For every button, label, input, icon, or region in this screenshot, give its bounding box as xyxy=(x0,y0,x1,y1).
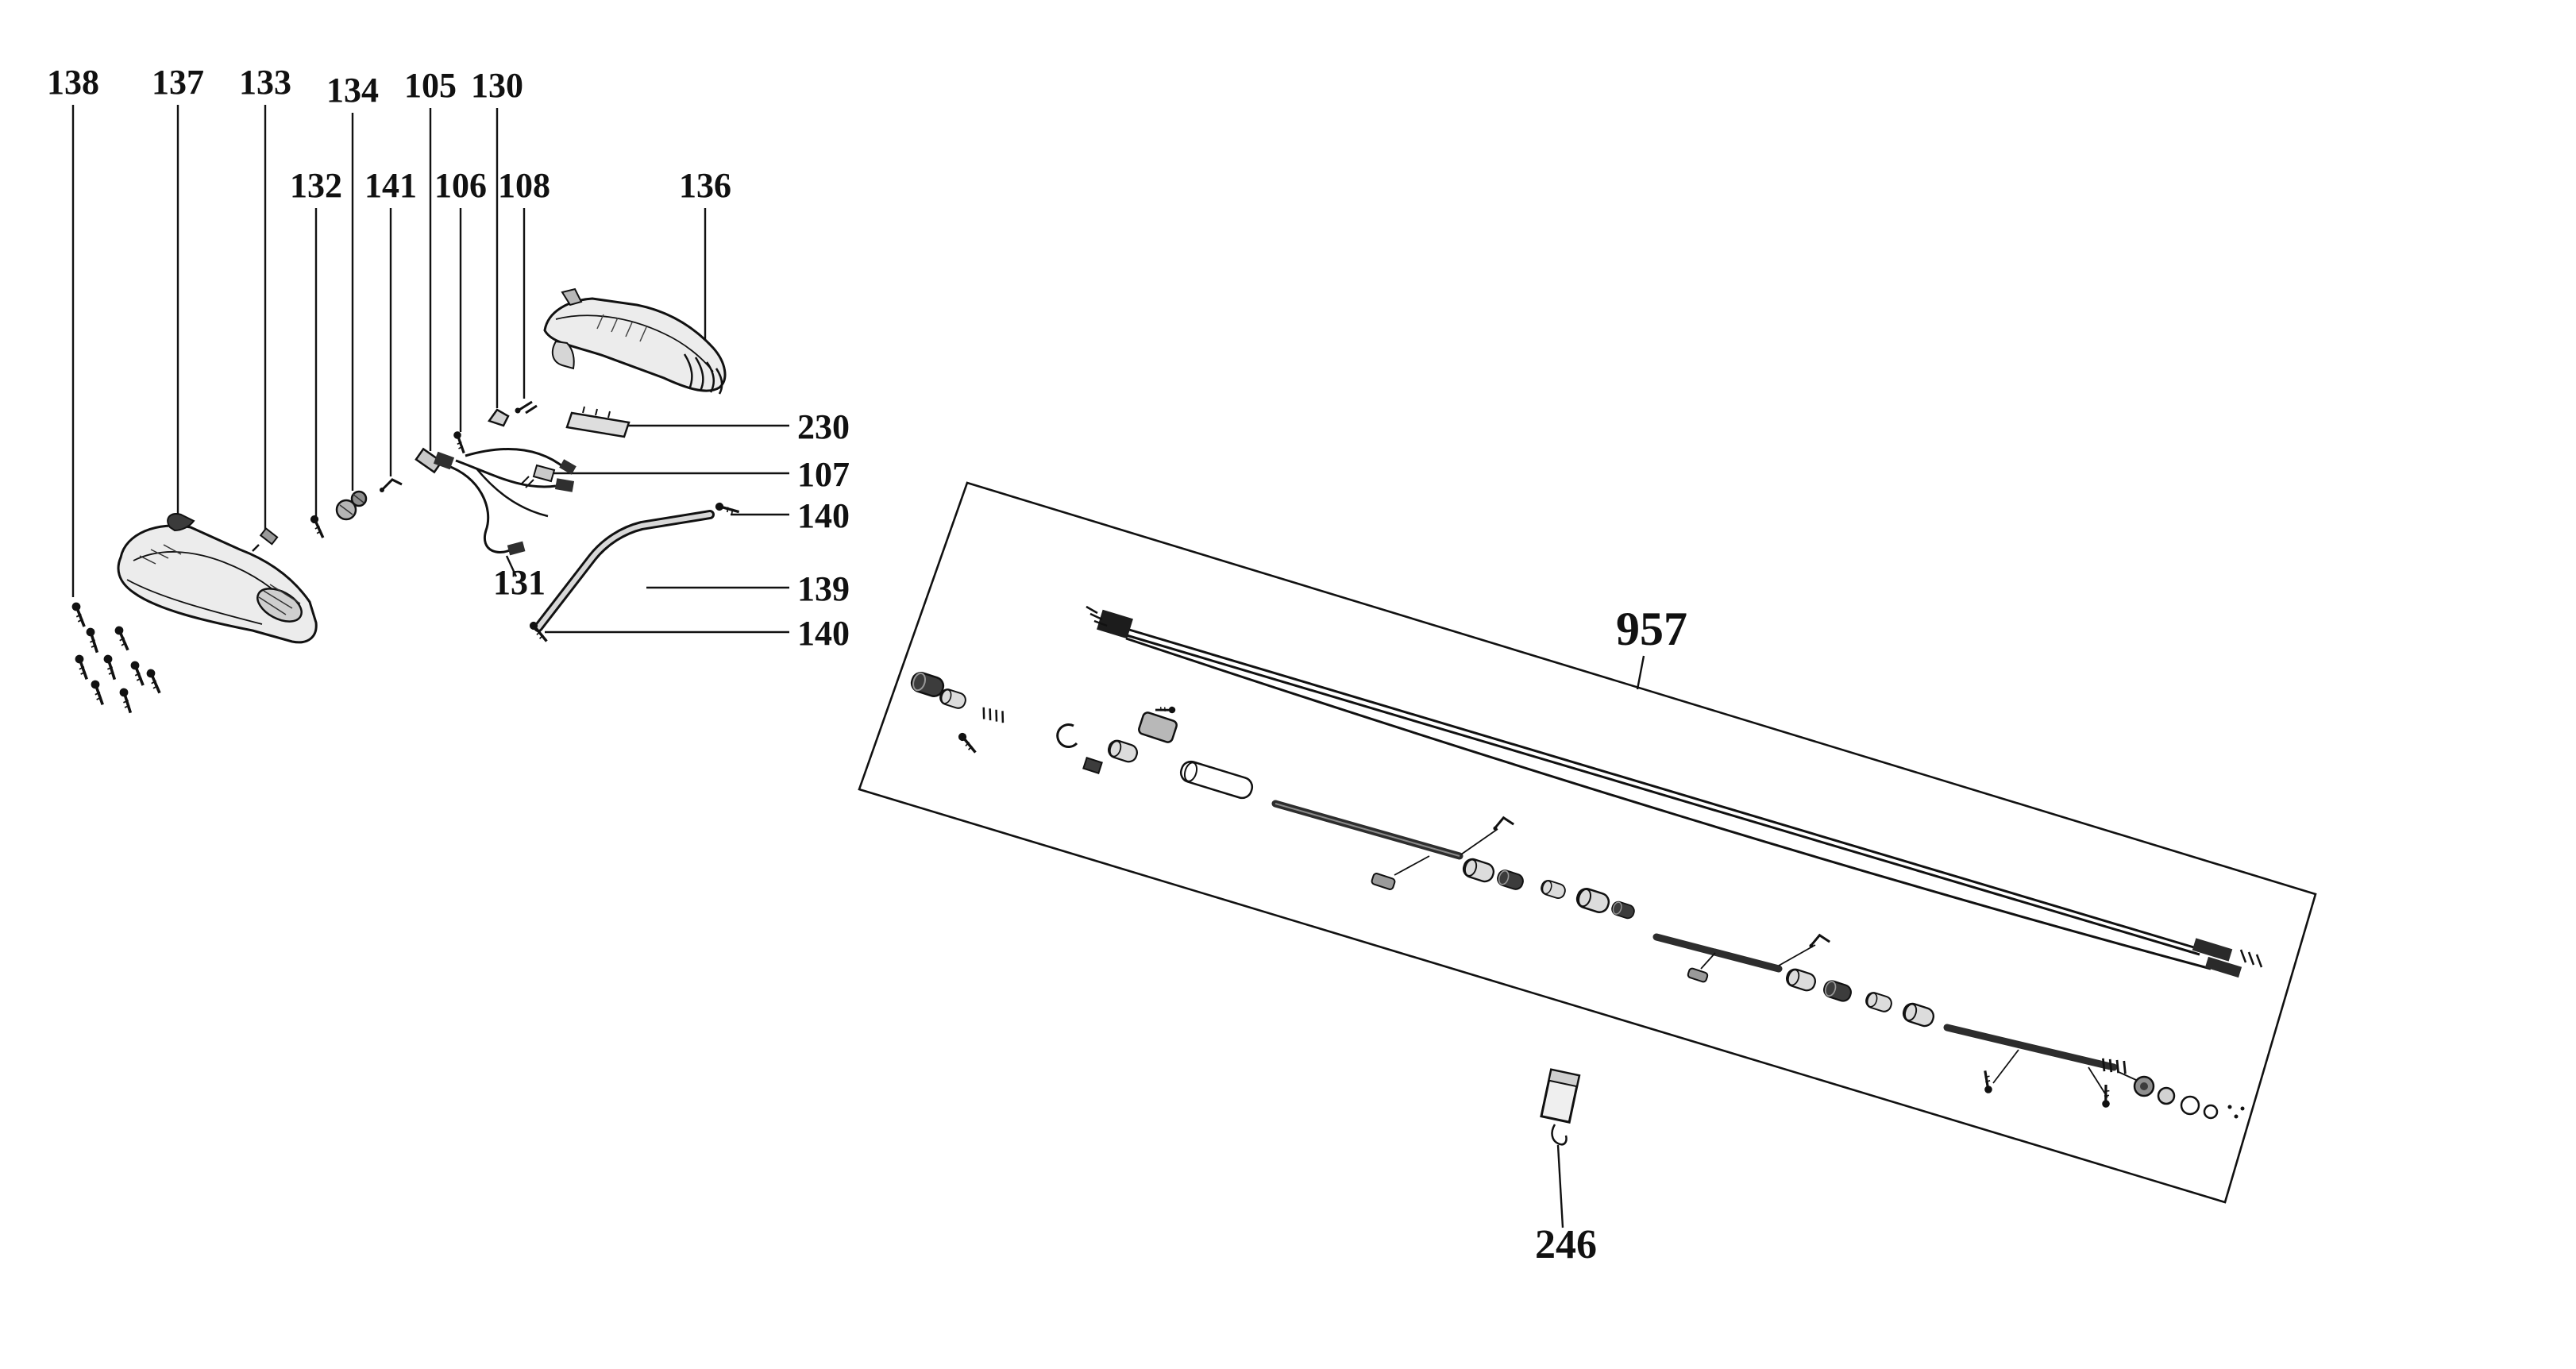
callout-141: 141 xyxy=(364,166,417,205)
callout-133: 133 xyxy=(239,63,291,102)
part-108-lever xyxy=(515,400,538,415)
shaft-rod-segment-c xyxy=(1943,1024,2130,1111)
leader-246 xyxy=(1556,1144,1564,1228)
part-133-clip xyxy=(252,527,279,552)
callout-140a: 140 xyxy=(797,496,850,535)
callout-138: 138 xyxy=(47,63,99,102)
part-130-bracket xyxy=(487,408,510,427)
callout-136: 136 xyxy=(679,166,731,205)
callout-131: 131 xyxy=(493,563,546,602)
shaft-rod-segment-b xyxy=(1652,932,1937,1029)
part-107-latch xyxy=(520,464,556,488)
assembly-boundary-957 xyxy=(858,481,2317,1204)
shaft-left-couplers xyxy=(908,669,1254,800)
callout-108: 108 xyxy=(498,166,550,205)
callout-134: 134 xyxy=(326,71,379,110)
callout-137: 137 xyxy=(152,63,204,102)
callout-105: 105 xyxy=(404,66,457,105)
part-131-wire-harness xyxy=(433,448,577,556)
screw-cluster-138 xyxy=(64,599,170,715)
part-105-bracket xyxy=(415,447,443,474)
callout-140b: 140 xyxy=(797,614,850,653)
callout-132: 132 xyxy=(290,166,342,205)
callout-230: 230 xyxy=(797,407,850,446)
part-106-screw xyxy=(447,428,474,455)
callout-106: 106 xyxy=(434,166,487,205)
callout-246: 246 xyxy=(1535,1222,1597,1267)
part-lower-housing xyxy=(117,513,318,644)
callout-107: 107 xyxy=(797,455,850,494)
part-139-handle-rod xyxy=(534,510,715,632)
callout-130: 130 xyxy=(471,66,523,105)
part-230-plate xyxy=(565,406,631,438)
callout-957: 957 xyxy=(1616,603,1687,655)
part-246-holder xyxy=(1540,1068,1581,1146)
leader-957 xyxy=(1636,655,1645,690)
leader-131 xyxy=(505,555,518,577)
shaft-rod-segment-a xyxy=(1271,800,1637,921)
part-132-screw xyxy=(303,512,333,539)
part-134-gear-stack xyxy=(335,490,368,521)
shaft-end-washers xyxy=(2118,1071,2245,1120)
part-upper-housing xyxy=(543,287,727,395)
callout-139: 139 xyxy=(797,569,850,608)
part-141-clip xyxy=(380,478,403,492)
part-flexible-shaft xyxy=(1086,605,2263,978)
